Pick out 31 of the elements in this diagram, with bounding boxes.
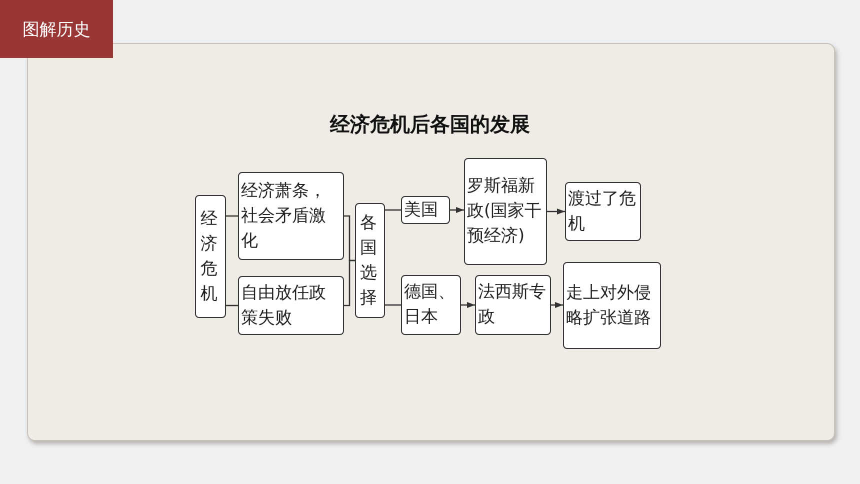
node-text: 美国 <box>404 198 439 222</box>
flow-box <box>464 158 547 265</box>
node-text: 经济危机 <box>200 208 218 306</box>
node-text: 渡过了危机 <box>568 188 637 236</box>
arrow <box>551 302 563 308</box>
arrow <box>461 302 475 308</box>
connector-line <box>226 215 238 217</box>
flow-box <box>355 203 385 318</box>
flow-box <box>238 276 344 335</box>
node-text: 法西斯专政 <box>478 281 547 329</box>
connector-line <box>385 209 401 211</box>
node-text: 经济萧条，社会矛盾激化 <box>241 180 327 252</box>
flow-box <box>565 182 641 241</box>
diagram-title: 经济危机后各国的发展 <box>328 111 531 138</box>
flow-box <box>195 195 226 318</box>
flow-box <box>475 275 551 335</box>
connector-line <box>226 304 238 306</box>
flow-box <box>401 196 450 224</box>
section-tag: 图解历史 <box>0 0 113 58</box>
connector-line <box>344 260 355 306</box>
node-text: 自由放任政策失败 <box>241 282 327 330</box>
node-text: 罗斯福新政(国家干预经济) <box>467 175 543 248</box>
node-text: 德国、日本 <box>404 281 456 329</box>
flow-box <box>238 172 344 260</box>
node-text: 走上对外侵略扩张道路 <box>566 282 652 330</box>
connector-line <box>385 304 401 306</box>
arrow <box>450 207 464 213</box>
arrow <box>547 208 565 214</box>
node-text: 各国选择 <box>360 212 378 310</box>
flow-box <box>563 262 661 349</box>
flow-box <box>401 275 461 335</box>
